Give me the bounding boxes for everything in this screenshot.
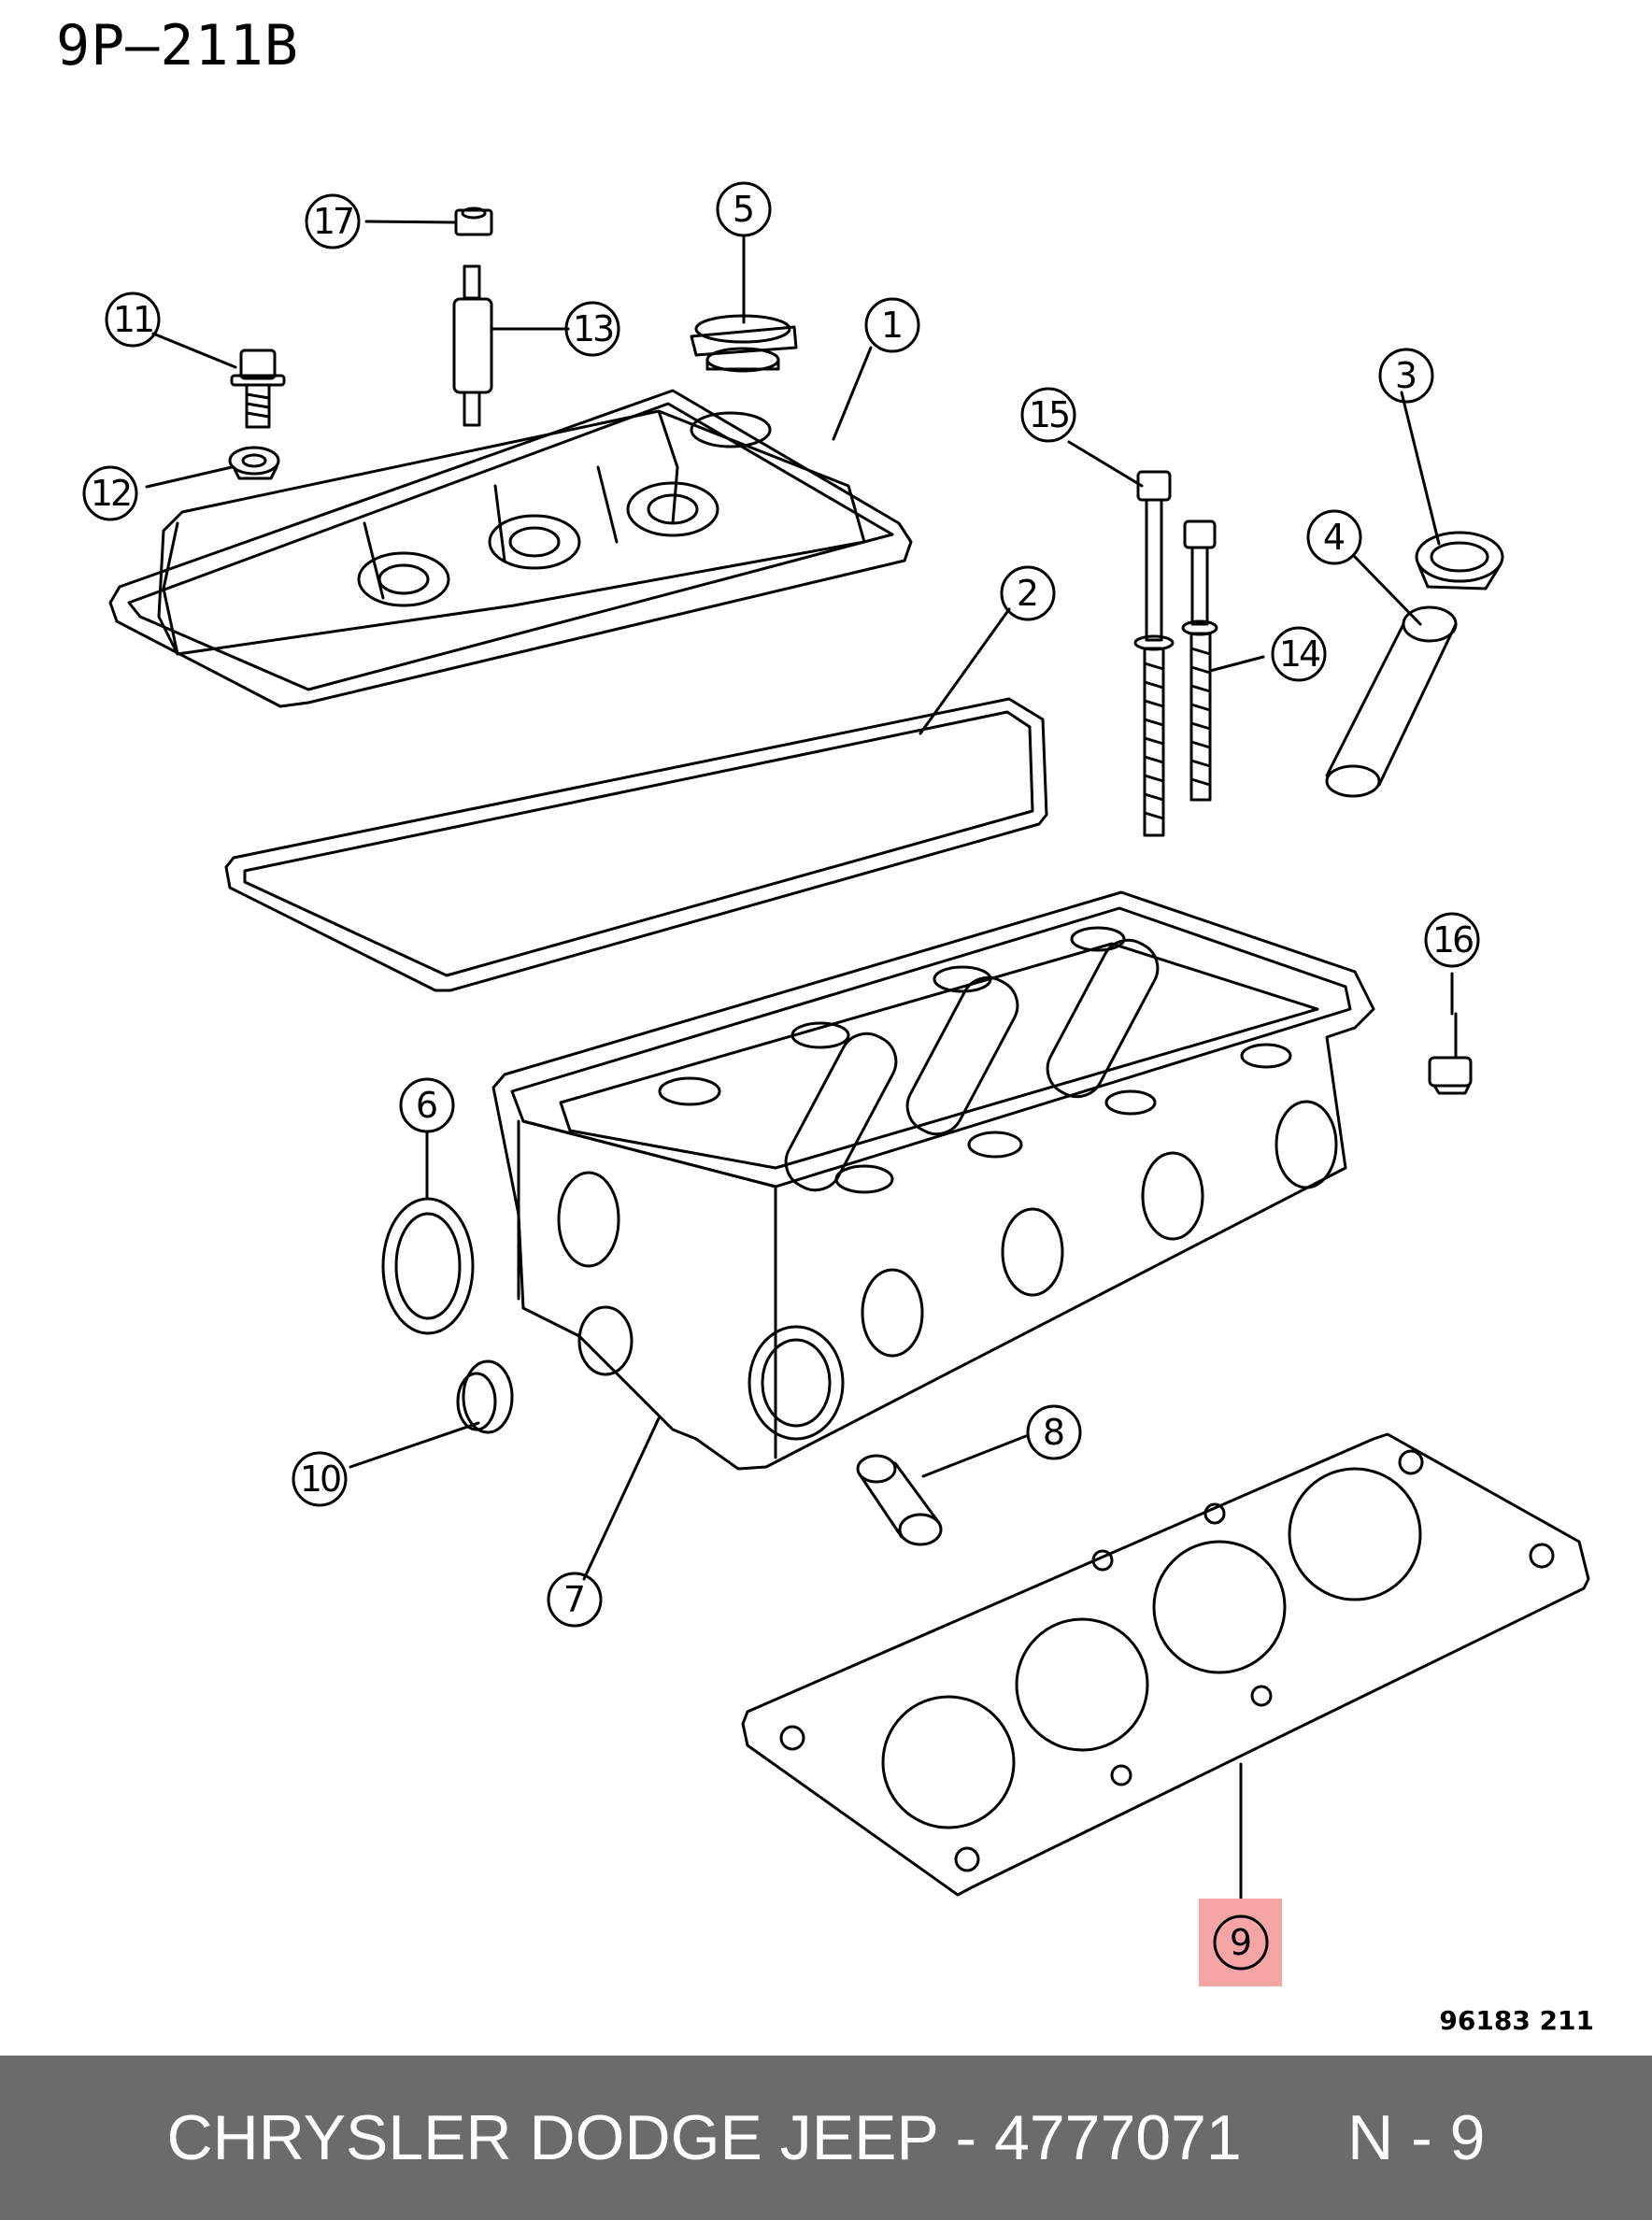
long-bolt-part (1133, 470, 1175, 837)
callout-9: 9 (1213, 1914, 1269, 1971)
callout-circle (1026, 1404, 1082, 1460)
grommet-part (228, 446, 280, 480)
tube-part (1325, 605, 1458, 798)
callout-8: 8 (1026, 1404, 1082, 1460)
dowel-part (856, 1454, 943, 1546)
callout-17: 17 (305, 193, 361, 249)
bolt-part (230, 349, 286, 429)
callout-7: 7 (547, 1572, 603, 1628)
callout-circle (82, 465, 138, 521)
callout-label: 6 (416, 1085, 438, 1126)
callout-label: 12 (91, 473, 130, 514)
callout-12: 12 (82, 465, 138, 521)
callout-label: 8 (1043, 1412, 1065, 1453)
cylinder-head-part (491, 890, 1375, 1471)
callout-1: 1 (864, 297, 920, 353)
callout-circle (564, 301, 620, 357)
callout-label: 14 (1279, 633, 1320, 675)
callout-label: 16 (1432, 919, 1473, 961)
cam-seal-part (381, 1197, 475, 1335)
callout-circle (1378, 348, 1434, 404)
leader-lines (145, 220, 1454, 1903)
reference-code: 96183 211 (1439, 2005, 1594, 2036)
callout-4: 4 (1306, 509, 1362, 565)
nut-part (454, 206, 493, 236)
valve-cover-part (108, 389, 913, 708)
callout-circle (1424, 912, 1480, 968)
oil-filler-cap-part (690, 314, 798, 373)
callout-label: 15 (1029, 394, 1068, 435)
callout-14: 14 (1271, 626, 1327, 682)
callout-13: 13 (564, 301, 620, 357)
callout-label: 11 (113, 299, 152, 340)
callout-circle (1020, 387, 1076, 443)
callout-circle (399, 1077, 455, 1133)
callout-label: 13 (573, 308, 613, 349)
callout-2: 2 (1000, 565, 1056, 621)
head-gasket-part (741, 1432, 1590, 1897)
callout-3: 3 (1378, 348, 1434, 404)
callout-11: 11 (105, 292, 161, 348)
callout-circle (305, 193, 361, 249)
long-bolt-part-2 (1181, 519, 1218, 802)
callout-15: 15 (1020, 387, 1076, 443)
callout-6: 6 (399, 1077, 455, 1133)
plug-part (456, 1359, 514, 1434)
callout-label: 5 (733, 189, 755, 230)
callout-circle (105, 292, 161, 348)
footer-text: CHRYSLER DODGE JEEP - 4777071 N - 9 (166, 2102, 1486, 2173)
callout-label: 10 (300, 1459, 340, 1500)
callout-circle (1306, 509, 1362, 565)
callout-16: 16 (1424, 912, 1480, 968)
callout-label: 2 (1017, 573, 1039, 614)
callout-label: 7 (563, 1579, 586, 1620)
seal-part (1415, 531, 1504, 591)
sensor-part (1428, 1012, 1473, 1095)
callout-circle (547, 1572, 603, 1628)
callout-label: 1 (881, 305, 904, 346)
callout-label: 3 (1395, 355, 1417, 396)
callout-10: 10 (292, 1451, 348, 1507)
callout-circle (292, 1451, 348, 1507)
callout-label: 17 (313, 201, 352, 242)
callout-circle (1213, 1914, 1269, 1971)
stud-part (452, 264, 493, 427)
valve-cover-gasket-part (224, 697, 1048, 992)
callout-circle (1271, 626, 1327, 682)
callout-label: 9 (1230, 1922, 1252, 1963)
callout-label: 4 (1323, 517, 1346, 558)
diagram-code: 9P–211B (56, 13, 299, 78)
callout-circle (1000, 565, 1056, 621)
callout-circle (864, 297, 920, 353)
callout-5: 5 (716, 181, 772, 237)
footer-bar: CHRYSLER DODGE JEEP - 4777071 N - 9 (0, 2056, 1652, 2220)
callout-circle (716, 181, 772, 237)
